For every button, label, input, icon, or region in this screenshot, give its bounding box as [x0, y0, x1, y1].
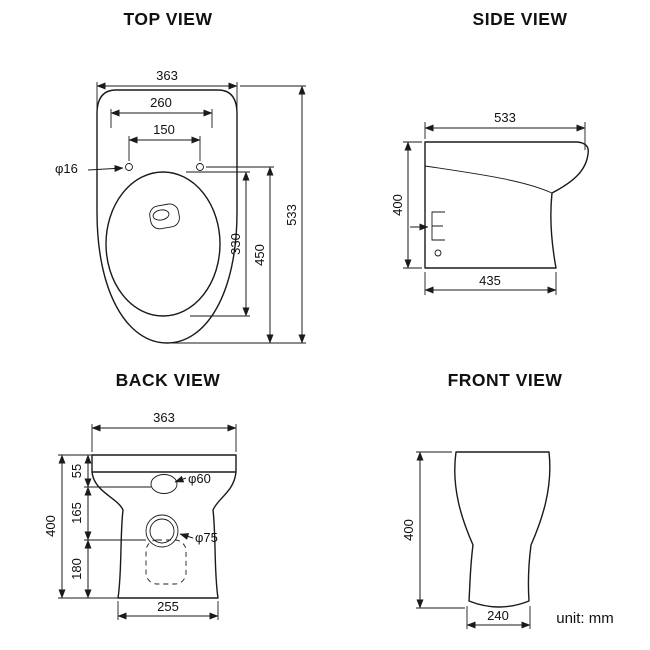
dim-label-top-width: 363	[153, 410, 175, 425]
dim-label-holes-to-front: 450	[252, 244, 267, 266]
dim-label-bowl-length: 330	[228, 233, 243, 255]
dim-label-total-height: 400	[43, 515, 58, 537]
dim-label-base-width: 255	[157, 599, 179, 614]
top-view-title: TOP VIEW	[124, 9, 213, 29]
dim-label-base-width: 240	[487, 608, 509, 623]
back-view-outline	[91, 454, 237, 599]
back-view-title: BACK VIEW	[116, 370, 221, 390]
dim-label-height: 400	[390, 194, 405, 216]
outlet-hole-inner	[149, 518, 175, 544]
dim-label-deck-width: 260	[150, 95, 172, 110]
front-view-outline	[454, 451, 551, 608]
leader-line	[174, 475, 187, 483]
top-view: TOP VIEW φ16 363 260 150 533 450	[55, 9, 306, 344]
dim-label-hole-diameter: φ16	[55, 161, 78, 176]
dim-label-upper-height: 55	[69, 464, 84, 478]
leader-line	[179, 533, 194, 540]
side-view: SIDE VIEW 533 400 435	[390, 9, 589, 295]
fixing-detail	[431, 211, 445, 241]
bowl-rim	[105, 171, 221, 317]
flush-outlet	[149, 203, 180, 230]
seat-hole-left	[125, 163, 133, 171]
dim-label-hole-spacing: 150	[153, 122, 175, 137]
side-view-title: SIDE VIEW	[473, 9, 568, 29]
leader-line	[87, 164, 124, 172]
dim-label-top-depth: 533	[494, 110, 516, 125]
fixing-hole	[434, 249, 442, 257]
front-view: FRONT VIEW 400 240	[401, 370, 562, 629]
side-view-outline	[424, 141, 589, 269]
inlet-hole	[150, 474, 178, 494]
dim-label-height: 400	[401, 519, 416, 541]
back-view: BACK VIEW φ60 φ75 363 55 165 180 400	[43, 370, 237, 620]
unit-label: unit: mm	[556, 610, 614, 627]
dim-label-inlet-diameter: φ60	[188, 471, 211, 486]
dim-label-overall-width: 363	[156, 68, 178, 83]
dim-label-middle-height: 165	[69, 502, 84, 524]
hidden-trap-outline	[145, 539, 187, 585]
rim-underside-curve	[424, 165, 553, 194]
front-view-title: FRONT VIEW	[448, 370, 563, 390]
flush-outlet-inner	[152, 209, 170, 221]
dim-label-base-depth: 435	[479, 273, 501, 288]
dim-label-overall-length: 533	[284, 204, 299, 226]
seat-hole-right	[196, 163, 204, 171]
outlet-hole-outer	[145, 514, 179, 548]
top-view-outline	[96, 89, 238, 344]
dim-label-lower-height: 180	[69, 558, 84, 580]
dim-label-outlet-diameter: φ75	[195, 530, 218, 545]
